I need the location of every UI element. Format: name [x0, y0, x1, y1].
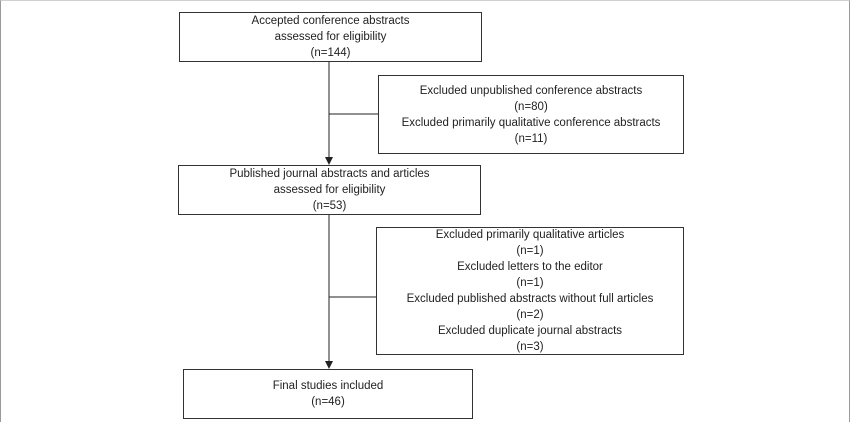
excluded-second-line4: Excluded duplicate journal abstracts	[437, 325, 623, 337]
excluded-first-count2: (n=11)	[514, 132, 548, 145]
excluded-articles-box: Excluded primarily qualitative articles …	[376, 227, 684, 355]
final-line1: Final studies included	[272, 380, 384, 392]
excluded-first-count1: (n=80)	[514, 100, 548, 113]
accepted-line2: assessed for eligibility	[274, 31, 387, 43]
accepted-count: (n=144)	[310, 47, 351, 59]
accepted-abstracts-box: Accepted conference abstracts assessed f…	[179, 12, 482, 62]
published-line1: Published journal abstracts and articles	[229, 168, 430, 180]
excluded-second-count4: (n=3)	[516, 341, 544, 353]
published-count: (n=53)	[312, 200, 347, 212]
excluded-first-line1: Excluded unpublished conference abstract…	[419, 84, 643, 97]
excluded-second-line1: Excluded primarily qualitative articles	[435, 229, 625, 241]
final-studies-box: Final studies included (n=46)	[183, 369, 473, 419]
final-count: (n=46)	[311, 396, 345, 408]
accepted-line1: Accepted conference abstracts	[251, 15, 410, 27]
excluded-first-line2: Excluded primarily qualitative conferenc…	[401, 116, 661, 129]
excluded-conference-box: Excluded unpublished conference abstract…	[378, 75, 684, 154]
published-line2: assessed for eligibility	[273, 184, 386, 196]
published-articles-box: Published journal abstracts and articles…	[178, 165, 481, 215]
excluded-second-count1: (n=1)	[516, 245, 544, 257]
excluded-second-count3: (n=2)	[516, 309, 544, 321]
excluded-second-count2: (n=1)	[516, 277, 544, 289]
excluded-second-line2: Excluded letters to the editor	[457, 261, 603, 273]
excluded-second-line3: Excluded published abstracts without ful…	[406, 293, 654, 305]
